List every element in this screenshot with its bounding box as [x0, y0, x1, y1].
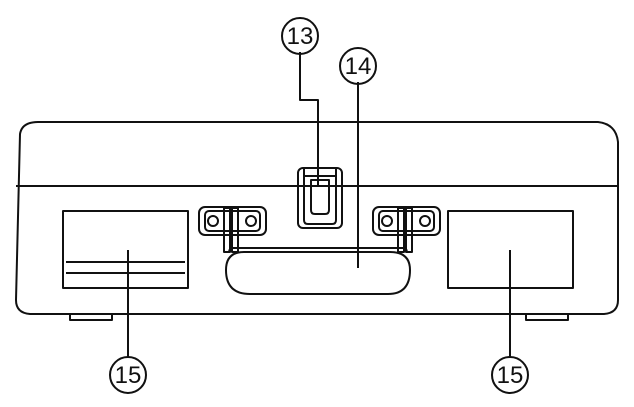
foot-right	[525, 313, 569, 321]
foot-left	[69, 313, 113, 321]
callout-15-right-circle	[491, 356, 529, 394]
callout-13-circle	[281, 17, 319, 55]
callout-13-label: 13	[287, 23, 314, 50]
callout-15-left-label: 15	[115, 362, 142, 389]
callout-15-right-label: 15	[497, 362, 524, 389]
leader-13	[299, 52, 319, 185]
lid-latch	[297, 167, 343, 229]
speaker-left	[62, 210, 189, 289]
callout-14-circle	[339, 47, 377, 85]
case-body	[15, 121, 619, 315]
callout-14-label: 14	[345, 53, 372, 80]
carry-handle	[225, 251, 411, 295]
callout-15-left-circle	[109, 356, 147, 394]
